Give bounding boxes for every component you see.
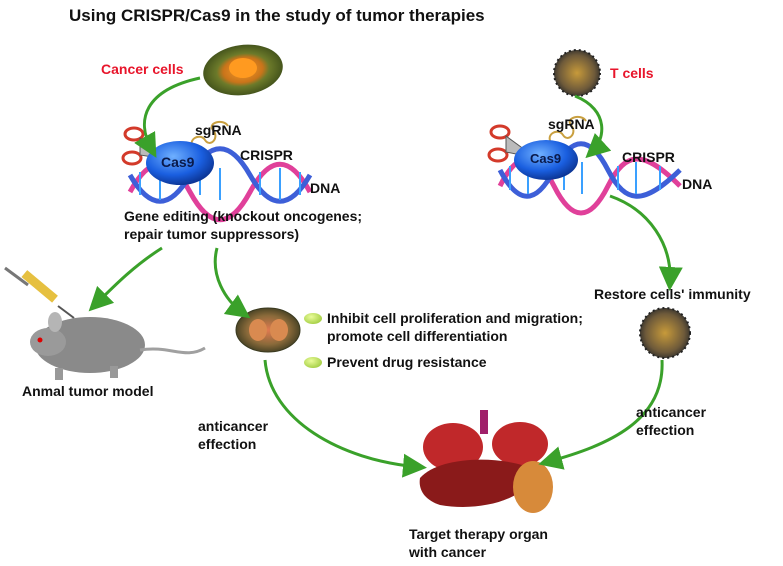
right-effect-line2: effection <box>636 422 695 438</box>
sgrna-left-label: sgRNA <box>195 122 242 138</box>
t-cells-label: T cells <box>610 65 654 81</box>
rat-syringe-icon <box>4 266 206 380</box>
cancer-cells-label: Cancer cells <box>101 61 184 77</box>
bullet-icon <box>304 357 322 368</box>
gene-editing-text-line2: repair tumor suppressors) <box>124 226 300 242</box>
bullet-2-line1: Prevent drug resistance <box>327 354 487 370</box>
right-effect-line1: anticancer <box>636 404 707 420</box>
t-cell-icon <box>553 49 601 97</box>
bullet-1-line2: promote cell differentiation <box>327 328 508 344</box>
restore-immunity-label: Restore cells' immunity <box>594 286 751 302</box>
cas9-left-icon <box>146 141 214 185</box>
target-organ-line1: Target therapy organ <box>409 526 548 542</box>
restored-t-cell-icon <box>639 307 691 359</box>
dna-right-label: DNA <box>682 176 713 192</box>
flow-arrows <box>88 76 683 478</box>
dna-left-label: DNA <box>310 180 341 196</box>
cas9-right-label: Cas9 <box>530 151 562 166</box>
middle-effect-line2: effection <box>198 436 257 452</box>
edited-cell-icon <box>235 307 301 353</box>
animal-model-label: Anmal tumor model <box>22 383 154 399</box>
target-organs-icon <box>419 410 553 513</box>
sgrna-left-icon <box>190 120 229 151</box>
sgrna-right-label: sgRNA <box>548 116 595 132</box>
cancer-cell-icon <box>203 44 283 96</box>
cas9-right-icon <box>514 140 578 180</box>
bullet-icon <box>304 313 322 324</box>
middle-effect-line1: anticancer <box>198 418 269 434</box>
gene-editing-text-line1: Gene editing (knockout oncogenes; <box>124 208 363 224</box>
crispr-right-label: CRISPR <box>622 149 675 165</box>
diagram-title: Using CRISPR/Cas9 in the study of tumor … <box>69 6 485 25</box>
cas9-left-label: Cas9 <box>161 154 195 170</box>
target-organ-line2: with cancer <box>409 544 487 560</box>
dna-helix-right-icon <box>497 141 682 216</box>
crispr-left-label: CRISPR <box>240 147 293 163</box>
sgrna-right-icon <box>548 115 587 146</box>
bullet-1-line1: Inhibit cell proliferation and migration… <box>327 310 583 326</box>
